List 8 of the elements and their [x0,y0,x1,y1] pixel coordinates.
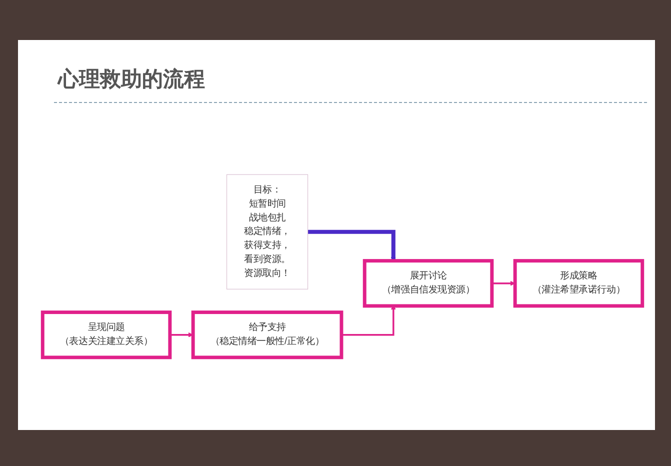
node-box: 展开讨论 （增强自信发现资源） [362,259,494,308]
node-box: 呈现问题 （表达关注建立关系） [40,310,172,360]
arrow [170,332,194,338]
title: 心理救助的流程 [58,66,205,93]
arrow [492,280,516,286]
node-box: 形成策略 （灌注希望承诺行动） [513,259,644,308]
node-box: 目标： 短暂时间 战地包扎 稳定情绪， 获得支持， 看到资源。 资源取向！ [226,174,308,290]
node-box: 给予支持 （稳定情绪一般性/正常化） [191,310,344,360]
